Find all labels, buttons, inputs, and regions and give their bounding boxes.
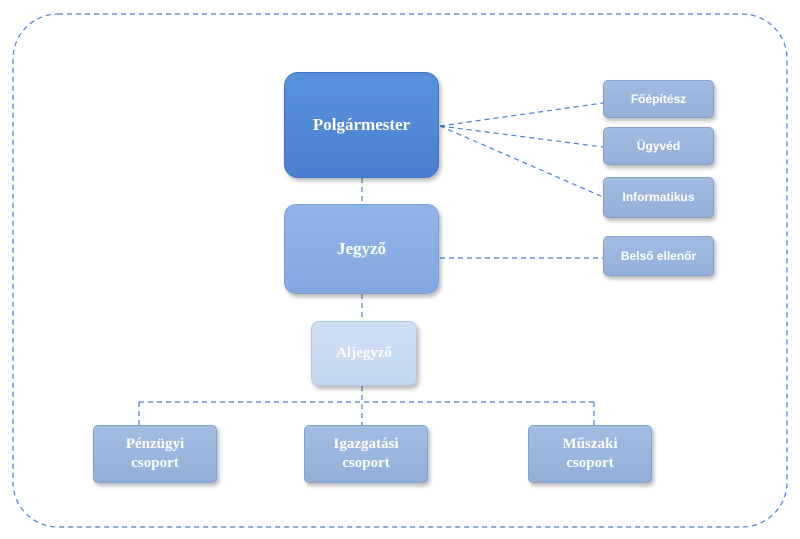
node-admin-group-line1: Igazgatási xyxy=(333,436,399,453)
connector-mayor-lawyer xyxy=(439,125,604,148)
node-chief-architect-label: Főépítész xyxy=(630,91,687,106)
node-deputy-notary-label: Aljegyző xyxy=(336,345,392,362)
outer-dashed-frame xyxy=(12,13,788,528)
node-internal-auditor: Belső ellenőr xyxy=(603,236,714,276)
node-internal-auditor-label: Belső ellenőr xyxy=(620,248,697,263)
node-notary: Jegyző xyxy=(284,204,439,294)
node-it: Informatikus xyxy=(603,177,714,218)
connector-mayor-it xyxy=(439,125,604,198)
node-finance-group-line1: Pénzügyi xyxy=(125,436,185,453)
node-admin-group-line2: csoport xyxy=(342,455,390,471)
node-chief-architect: Főépítész xyxy=(603,80,714,118)
node-deputy-notary: Aljegyző xyxy=(311,321,417,386)
node-mayor-label: Polgármester xyxy=(312,115,411,135)
connector-mayor-architect xyxy=(439,102,604,127)
node-technical-group-line1: Műszaki xyxy=(562,436,618,453)
node-technical-group: Műszaki csoport xyxy=(528,425,652,483)
node-notary-label: Jegyző xyxy=(336,239,387,259)
node-finance-group: Pénzügyi csoport xyxy=(93,425,217,483)
node-lawyer: Ügyvéd xyxy=(603,127,714,165)
node-admin-group: Igazgatási csoport xyxy=(304,425,428,483)
node-technical-group-line2: csoport xyxy=(566,455,614,471)
node-finance-group-line2: csoport xyxy=(131,455,179,471)
node-mayor: Polgármester xyxy=(284,72,439,178)
node-it-label: Informatikus xyxy=(622,190,695,204)
node-lawyer-label: Ügyvéd xyxy=(636,138,681,153)
